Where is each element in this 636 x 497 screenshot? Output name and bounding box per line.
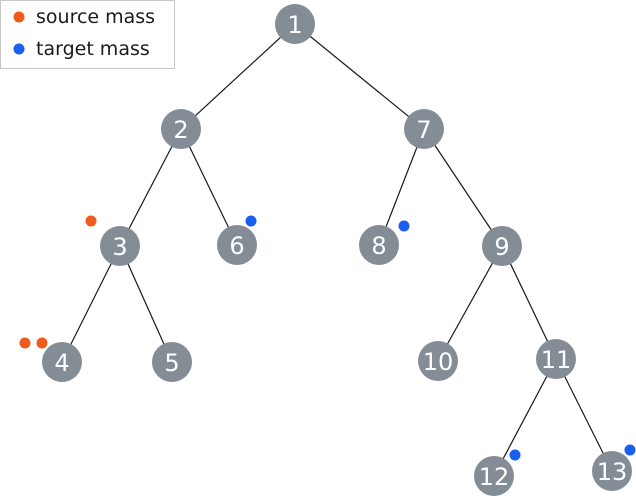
- edge-9-10: [437, 245, 503, 362]
- tree-node-13: 13: [592, 451, 632, 491]
- edge-7-9: [423, 128, 503, 247]
- tree-node-11: 11: [536, 339, 576, 379]
- tree-node-2: 2: [161, 109, 201, 149]
- edge-9-11: [501, 245, 557, 360]
- tree-node-4: 4: [42, 342, 82, 382]
- edge-11-12: [493, 358, 557, 477]
- node-label-11: 11: [541, 346, 572, 374]
- legend-target-label: target mass: [36, 38, 150, 60]
- legend-box: [0, 0, 175, 69]
- node-circle-5: [152, 342, 192, 382]
- node-label-4: 4: [54, 349, 69, 377]
- tree-node-7: 7: [404, 109, 444, 149]
- target-mass-marker-12-1: [509, 449, 521, 461]
- edge-1-2: [180, 23, 296, 130]
- node-circle-12: [474, 456, 514, 496]
- node-label-1: 1: [287, 11, 302, 39]
- source-mass-marker-3-1: [85, 215, 97, 227]
- edge-7-8: [378, 128, 425, 246]
- edge-3-5: [119, 245, 173, 363]
- node-circle-13: [592, 451, 632, 491]
- legend-source-marker: [13, 11, 25, 23]
- edge-3-4: [61, 245, 121, 363]
- node-label-13: 13: [597, 458, 628, 486]
- tree-node-6: 6: [217, 225, 257, 265]
- tree-node-3: 3: [100, 226, 140, 266]
- edge-2-3: [119, 128, 182, 247]
- node-label-12: 12: [479, 463, 510, 491]
- legend-source-label: source mass: [36, 6, 155, 28]
- edge-2-6: [180, 128, 238, 246]
- tree-node-8: 8: [359, 225, 399, 265]
- node-label-3: 3: [112, 233, 127, 261]
- tree-node-9: 9: [482, 226, 522, 266]
- node-circle-9: [482, 226, 522, 266]
- node-circle-7: [404, 109, 444, 149]
- node-circle-10: [418, 341, 458, 381]
- legend: source mass target mass: [0, 0, 175, 69]
- node-label-7: 7: [416, 116, 431, 144]
- target-mass-marker-13-1: [624, 444, 636, 456]
- source-mass-marker-4-2: [36, 337, 48, 349]
- node-label-6: 6: [229, 232, 244, 260]
- node-circle-2: [161, 109, 201, 149]
- source-mass-marker-4-1: [19, 337, 31, 349]
- tree-node-10: 10: [418, 341, 458, 381]
- node-circle-8: [359, 225, 399, 265]
- edges-layer: [61, 23, 613, 477]
- edge-11-13: [555, 358, 613, 472]
- node-circle-4: [42, 342, 82, 382]
- node-label-2: 2: [173, 116, 188, 144]
- tree-node-1: 1: [275, 4, 315, 44]
- tree-node-5: 5: [152, 342, 192, 382]
- target-mass-marker-8-1: [398, 220, 410, 232]
- node-circle-1: [275, 4, 315, 44]
- node-circle-6: [217, 225, 257, 265]
- legend-target-marker: [13, 43, 25, 55]
- target-mass-marker-6-1: [245, 215, 257, 227]
- mass-markers-layer: [19, 215, 636, 461]
- node-label-5: 5: [164, 349, 179, 377]
- edge-1-7: [294, 23, 425, 130]
- node-circle-11: [536, 339, 576, 379]
- node-label-9: 9: [494, 233, 509, 261]
- node-label-8: 8: [371, 232, 386, 260]
- node-label-10: 10: [423, 348, 454, 376]
- node-circle-3: [100, 226, 140, 266]
- tree-node-12: 12: [474, 456, 514, 496]
